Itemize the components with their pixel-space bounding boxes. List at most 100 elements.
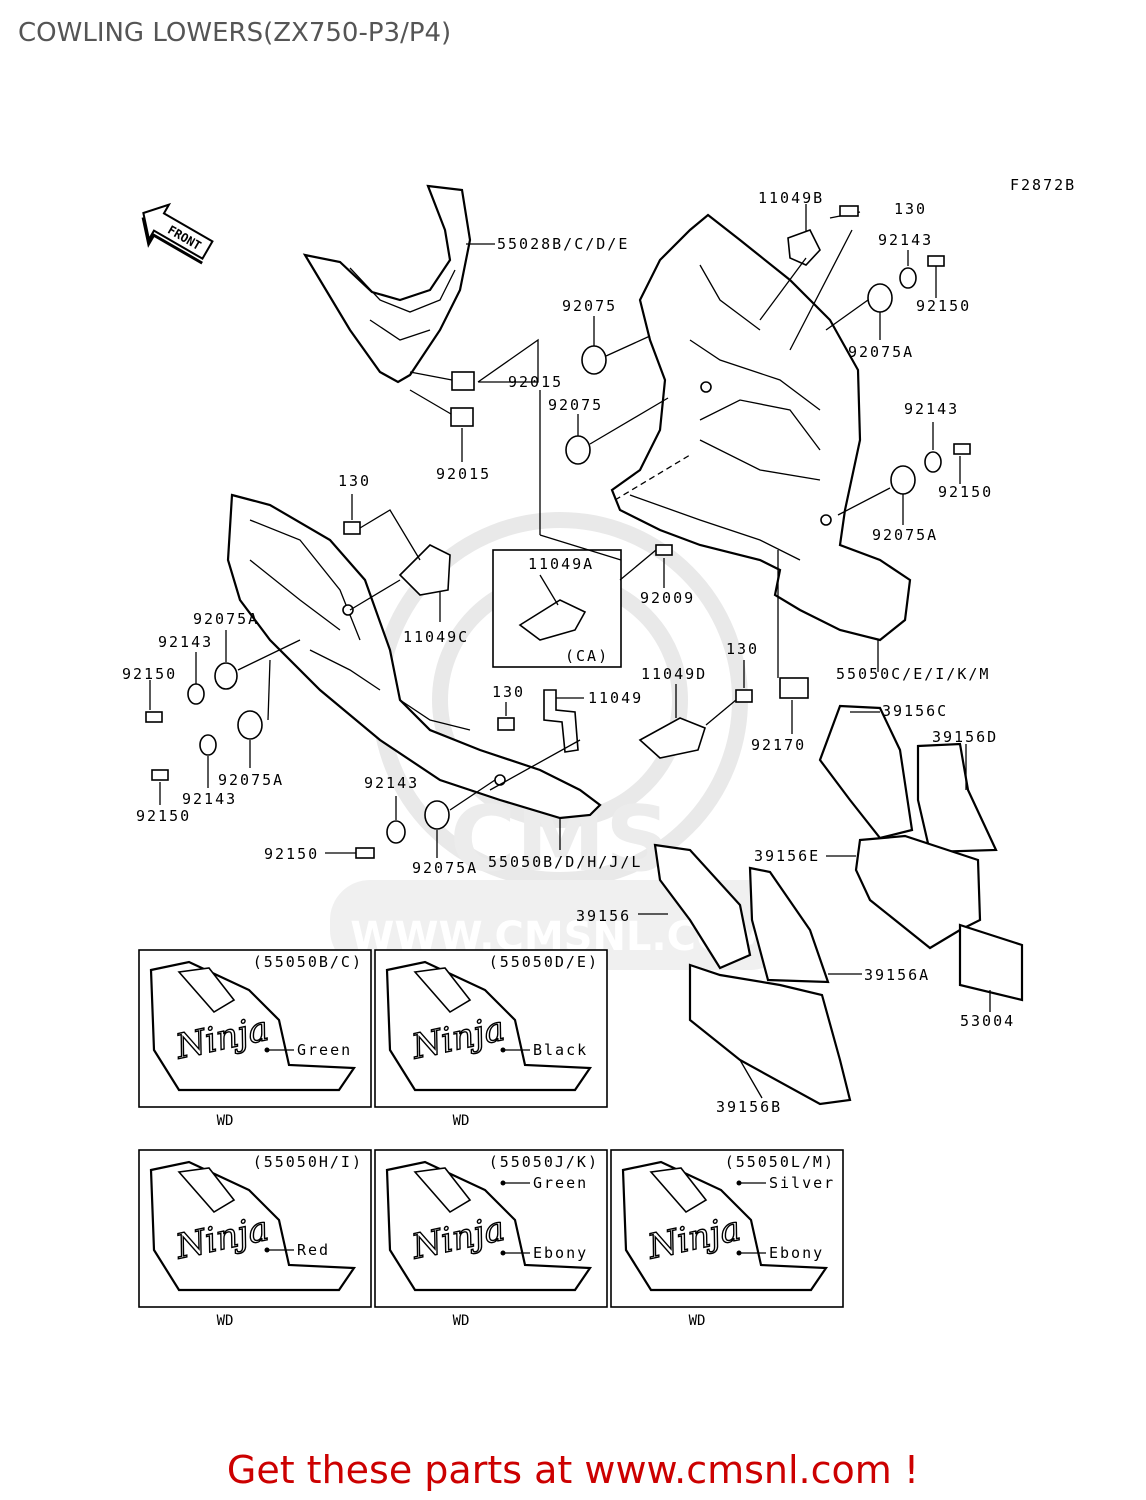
nut-92170	[779, 677, 809, 699]
variant-color-dot	[264, 1047, 270, 1053]
label-11049D: 11049D	[641, 665, 707, 683]
label-92075-b: 92075	[548, 396, 603, 414]
screw-92150-left	[145, 711, 163, 723]
pad-39156A	[748, 866, 830, 984]
label-92150-top: 92150	[916, 297, 971, 315]
grommet-92075-b	[565, 435, 591, 465]
label-92075A-bl: 92075A	[218, 771, 284, 789]
variant-cowl-opening	[413, 1167, 472, 1214]
label-92143-bc: 92143	[364, 774, 419, 792]
label-39156: 39156	[576, 907, 631, 925]
label-92075A-top: 92075A	[848, 343, 914, 361]
label-92143-left: 92143	[158, 633, 213, 651]
bolt-130-right	[735, 689, 753, 703]
label-39156C: 39156C	[882, 702, 948, 720]
variant-footnote: WD	[217, 1113, 234, 1129]
variant-cowl-opening	[413, 967, 472, 1014]
label-92143-bl: 92143	[182, 790, 237, 808]
variant-footnote: WD	[689, 1313, 706, 1329]
bolt-130-top	[839, 205, 859, 217]
variant-color-label: Silver	[769, 1174, 835, 1192]
front-arrow-icon: FRONT	[141, 202, 214, 265]
label-92150-bc: 92150	[264, 845, 319, 863]
grommet-92075A-left	[214, 662, 238, 690]
inner-cowl-part	[302, 184, 472, 384]
label-130-right: 130	[726, 640, 759, 658]
variant-footnote: WD	[217, 1313, 234, 1329]
collar-92143-top	[899, 267, 917, 289]
pad-39156D	[916, 742, 998, 854]
label-92150-left: 92150	[122, 665, 177, 683]
bolt-130-left	[343, 521, 361, 535]
collar-92143-bl	[199, 734, 217, 756]
label-11049C: 11049C	[403, 628, 469, 646]
label-11049B: 11049B	[758, 189, 824, 207]
label-39156A: 39156A	[864, 966, 930, 984]
variant-color-label: Ebony	[533, 1244, 588, 1262]
collar-92143-bc	[386, 820, 406, 844]
label-92009: 92009	[640, 589, 695, 607]
left-lower-cowl-part	[226, 493, 602, 820]
label-92015-a: 92015	[508, 373, 563, 391]
label-130-left: 130	[338, 472, 371, 490]
page-title: COWLING LOWERS(ZX750-P3/P4)	[18, 18, 452, 48]
variant-color-label: Black	[533, 1041, 588, 1059]
grommet-92075A-bl	[237, 710, 263, 740]
clip-92015-a	[451, 371, 475, 391]
collar-92143-left	[187, 683, 205, 705]
label-92143-mid: 92143	[904, 400, 959, 418]
bracket-11049C	[398, 544, 451, 596]
label-92075A-mid: 92075A	[872, 526, 938, 544]
footer-link[interactable]: Get these parts at www.cmsnl.com !	[226, 1448, 920, 1492]
label-CA: (CA)	[565, 647, 609, 665]
variant-cowl-opening	[177, 1167, 236, 1214]
screw-92150-top	[927, 255, 945, 267]
pad-39156B	[688, 963, 852, 1106]
grommet-92075A-top	[867, 283, 893, 313]
grommet-92075A-mid	[890, 465, 916, 495]
bracket-11049A	[518, 599, 587, 641]
variant-code: (55050H/I)	[253, 1153, 363, 1171]
pad-39156	[653, 843, 752, 970]
screw-92150-mid	[953, 443, 971, 455]
label-92075-a: 92075	[562, 297, 617, 315]
label-92075A-bc: 92075A	[412, 859, 478, 877]
label-130-center: 130	[492, 683, 525, 701]
variant-cowl-opening	[649, 1167, 708, 1214]
variant-color-dot	[500, 1250, 506, 1256]
variant-color-dot	[500, 1047, 506, 1053]
screw-92150-bl	[151, 769, 169, 781]
label-55050BD: 55050B/D/H/J/L	[488, 853, 642, 871]
label-130-top: 130	[894, 200, 927, 218]
callout-11049A-box	[492, 549, 622, 668]
variant-color-dot	[736, 1180, 742, 1186]
label-92143-top: 92143	[878, 231, 933, 249]
variant-color-label: Green	[297, 1041, 352, 1059]
bolt-130-center	[497, 717, 515, 731]
label-39156B: 39156B	[716, 1098, 782, 1116]
variant-cowl-opening	[177, 967, 236, 1014]
label-92075A-left: 92075A	[193, 610, 259, 628]
grommet-92075-a	[581, 345, 607, 375]
bracket-11049D	[638, 717, 706, 759]
label-53004: 53004	[960, 1012, 1015, 1030]
bracket-11049	[543, 689, 579, 753]
right-lower-cowl-part	[610, 213, 912, 642]
variant-color-dot	[264, 1247, 270, 1253]
clip-92015-b	[450, 407, 474, 427]
variant-code: (55050L/M)	[725, 1153, 835, 1171]
figure-code: F2872B	[1010, 176, 1076, 194]
variant-code: (55050J/K)	[489, 1153, 599, 1171]
variant-color-label: Ebony	[769, 1244, 824, 1262]
grommet-92075A-bc	[424, 800, 450, 830]
variant-color-label: Green	[533, 1174, 588, 1192]
variant-color-dot	[500, 1180, 506, 1186]
label-39156E: 39156E	[754, 847, 820, 865]
part-labels: F2872B 55028B/C/D/E 11049B 130 92143 921…	[122, 176, 1076, 1116]
variant-footnote: WD	[453, 1313, 470, 1329]
